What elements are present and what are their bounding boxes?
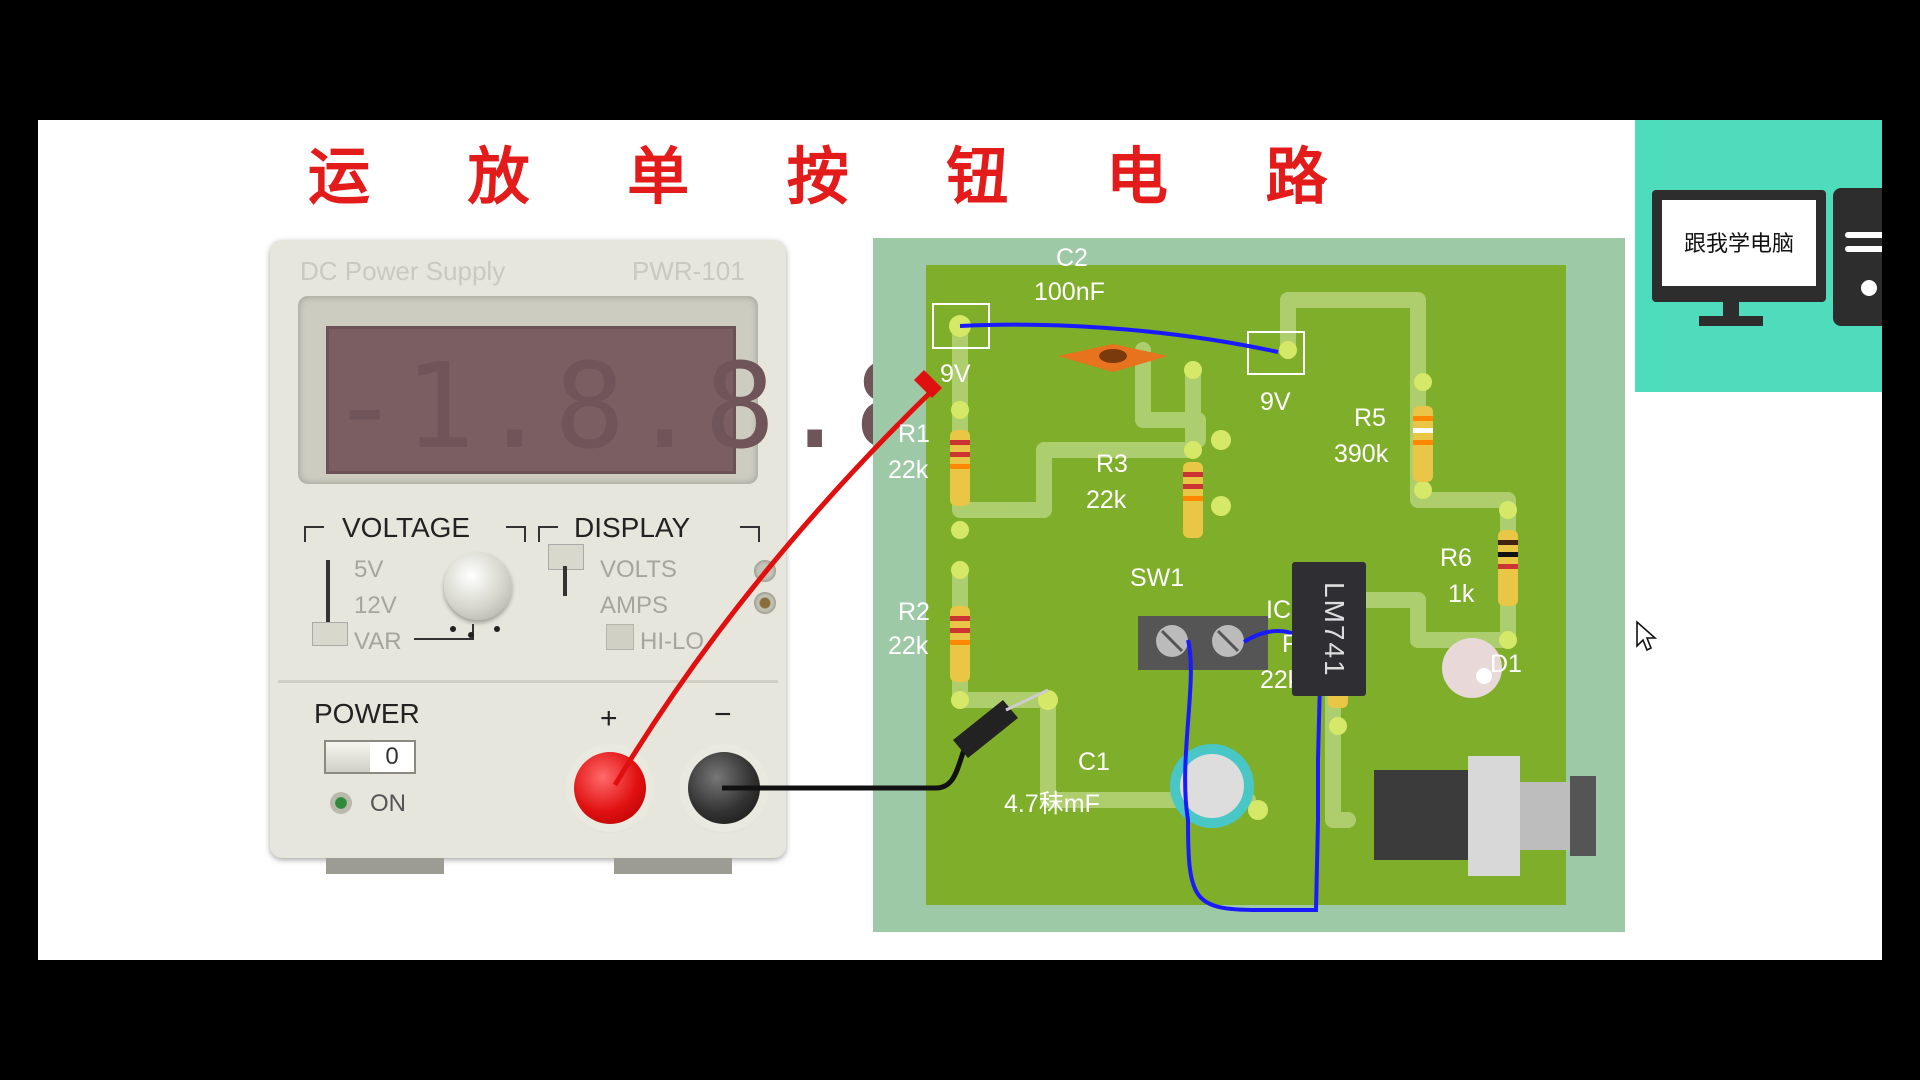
positive-terminal[interactable] — [574, 752, 646, 824]
label-r6-value: 1k — [1448, 580, 1475, 608]
holo-button[interactable] — [606, 624, 634, 650]
pad-9v-right-box — [1247, 331, 1305, 375]
label-r1: R1 — [898, 420, 930, 448]
ic-lm741 — [1292, 562, 1366, 696]
computer-tower-icon — [1833, 188, 1882, 326]
wire-black — [722, 738, 971, 791]
label-9v-right: 9V — [1260, 388, 1291, 416]
display-selector[interactable] — [548, 544, 584, 570]
label-r6: R6 — [1440, 544, 1472, 572]
voltage-adjust-knob[interactable] — [444, 552, 512, 620]
voltage-option-5v: 5V — [354, 556, 384, 583]
brand-text: 跟我学电脑 — [1683, 231, 1794, 256]
label-c2-value: 100nF — [1034, 278, 1105, 306]
power-switch[interactable]: 0 — [324, 740, 416, 774]
label-c1-value: 4.7秣mF — [1004, 790, 1100, 818]
mouse-cursor-icon — [1636, 620, 1658, 652]
label-c2: C2 — [1056, 244, 1088, 272]
label-r1-value: 22k — [888, 456, 929, 484]
label-r5: R5 — [1354, 404, 1386, 432]
resistor-r1 — [950, 430, 970, 506]
label-r2: R2 — [898, 598, 930, 626]
voltage-label: VOLTAGE — [342, 512, 471, 543]
on-label: ON — [370, 790, 406, 817]
circuit-overlay — [612, 292, 1596, 912]
amps-indicator — [754, 592, 776, 614]
label-d1: D1 — [1490, 650, 1522, 678]
display-option-amps: AMPS — [600, 592, 669, 619]
holo-label: HI-LO — [640, 628, 705, 655]
psu-model: PWR-101 — [632, 256, 745, 286]
ic-label: LM741 — [1319, 582, 1350, 678]
voltage-selector[interactable] — [312, 622, 348, 646]
resistor-r5 — [1413, 406, 1433, 482]
label-r2-value: 22k — [888, 632, 929, 660]
resistor-r3 — [1183, 462, 1203, 538]
label-c1: C1 — [1078, 748, 1110, 776]
wire-red — [612, 383, 940, 787]
pcb-pads — [949, 315, 1517, 820]
page-title: 运 放 单 按 钮 电 路 — [308, 140, 1366, 213]
on-indicator — [330, 792, 352, 814]
resistor-r6 — [1498, 530, 1518, 606]
label-r3-value: 22k — [1086, 486, 1127, 514]
label-9v-left: 9V — [940, 360, 971, 388]
voltage-option-var: VAR — [354, 628, 402, 655]
display-option-volts: VOLTS — [600, 556, 677, 583]
dc-jack — [1374, 770, 1478, 860]
power-label: POWER — [314, 698, 420, 729]
label-r5-value: 390k — [1334, 440, 1389, 468]
voltage-option-12v: 12V — [354, 592, 397, 619]
power-state: 0 — [385, 743, 399, 770]
monitor-icon: 跟我学电脑 — [1652, 190, 1826, 302]
voltage-slider-track — [326, 560, 330, 628]
psu-brand: DC Power Supply — [300, 256, 506, 286]
display-label: DISPLAY — [574, 512, 691, 543]
label-sw1: SW1 — [1130, 564, 1185, 592]
wire-blue-top — [959, 322, 1279, 354]
minus-label: − — [714, 698, 732, 731]
label-r3: R3 — [1096, 450, 1128, 478]
wire-blue-left — [1183, 639, 1320, 912]
simulation-canvas: 运 放 单 按 钮 电 路 DC Power Supply PWR-101 -1… — [38, 120, 1882, 960]
plus-label: + — [600, 702, 618, 735]
resistor-r2 — [950, 606, 970, 682]
brand-logo: 跟我学电脑 — [1635, 120, 1882, 392]
